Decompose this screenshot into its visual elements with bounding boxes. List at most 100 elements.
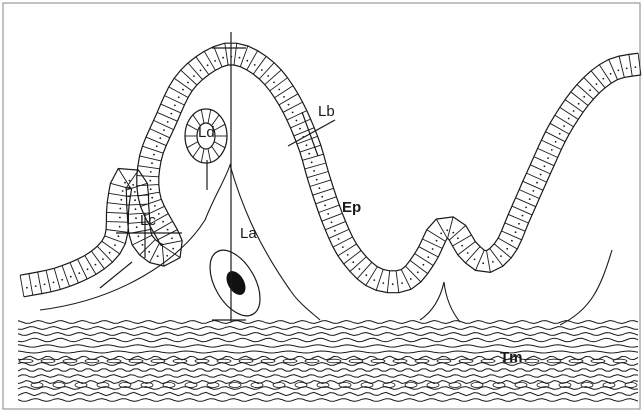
epithelial-cell-wall xyxy=(329,229,349,238)
epithelial-cell-nucleus xyxy=(511,240,513,242)
epithelial-cell-nucleus xyxy=(392,283,394,285)
epithelial-cell-wall xyxy=(91,251,104,269)
epithelial-cell-wall xyxy=(146,137,166,146)
epithelial-cell-nucleus xyxy=(544,165,546,167)
epithelial-cell-nucleus xyxy=(124,182,126,184)
epithelial-cell-wall xyxy=(338,244,357,256)
epithelial-cell-nucleus xyxy=(457,237,459,239)
epithelial-cell-wall xyxy=(609,59,618,79)
tunica-fibre-line xyxy=(18,345,638,347)
epithelial-cell-wall xyxy=(629,54,632,76)
epithelial-cell-wall xyxy=(137,185,159,186)
epithelial-cell-nucleus xyxy=(568,118,570,120)
epithelial-cell-nucleus xyxy=(278,89,280,91)
tunica-spindle-cell xyxy=(349,359,363,363)
tunica-fibre-line xyxy=(18,392,638,395)
epithelial-cell-wall xyxy=(325,221,345,229)
epithelial-cell-nucleus xyxy=(134,199,136,201)
la-oval-structure xyxy=(200,242,271,324)
epithelial-cell-wall xyxy=(70,263,78,283)
epithelial-cell-nucleus xyxy=(138,235,140,237)
epithelial-cell-nucleus xyxy=(174,105,176,107)
epithelial-cell-wall xyxy=(333,237,353,247)
epithelial-cell-wall xyxy=(157,112,177,121)
epithelial-cell-nucleus xyxy=(267,75,269,77)
epithelial-cell-nucleus xyxy=(114,244,116,246)
epithelial-cell-wall xyxy=(240,46,248,67)
epithelial-cell-nucleus xyxy=(166,255,168,257)
lb-cross-a xyxy=(288,120,335,146)
epithelial-cell-wall xyxy=(107,203,129,206)
epithelial-cell-wall xyxy=(140,156,162,161)
tunica-spindle-cell xyxy=(217,359,231,363)
epithelial-cell-nucleus xyxy=(321,196,323,198)
epithelial-cell-wall xyxy=(85,256,96,275)
epithelial-cell-nucleus xyxy=(296,120,298,122)
epithelial-cell-nucleus xyxy=(334,230,336,232)
epithelial-cell-nucleus xyxy=(492,261,494,263)
epithelial-cell-nucleus xyxy=(200,70,202,72)
epithelial-cell-wall xyxy=(247,51,258,70)
epithelial-cell-wall xyxy=(534,157,554,166)
epithelial-cell-nucleus xyxy=(119,208,121,210)
epithelial-cell-wall xyxy=(498,238,517,249)
tunica-spindle-cell xyxy=(41,359,55,363)
tunica-spindle-cell xyxy=(569,359,583,363)
tunica-round-cell xyxy=(405,383,417,388)
epithelial-cell-wall xyxy=(319,205,340,212)
gland-ld-cell-wall xyxy=(187,124,198,130)
epithelial-cell-nucleus xyxy=(401,282,403,284)
tunica-round-cell xyxy=(229,383,241,388)
epithelial-cell-wall xyxy=(396,271,399,293)
epithelial-cell-nucleus xyxy=(193,75,195,77)
epithelial-cell-nucleus xyxy=(182,89,184,91)
epithelial-cell-nucleus xyxy=(529,198,531,200)
measurement-lines xyxy=(100,32,335,322)
epithelial-cell-wall xyxy=(106,230,128,233)
epithelial-cell-nucleus xyxy=(482,262,484,264)
epithelial-cell-nucleus xyxy=(359,268,361,270)
epithelium-outer-edge xyxy=(24,65,641,297)
epithelial-cell-wall xyxy=(494,244,511,258)
epithelial-cell-wall xyxy=(54,268,60,289)
tunica-spindle-cell xyxy=(525,359,539,363)
epithelial-cell-wall xyxy=(490,249,503,267)
tunica-fibre-line xyxy=(18,369,638,371)
lamina-propria-spike xyxy=(420,282,460,322)
la-dark-nucleus xyxy=(223,268,250,299)
tunica-fibre-line xyxy=(18,327,638,330)
epithelial-cell-nucleus xyxy=(87,268,89,270)
epithelial-cell-wall xyxy=(599,65,611,83)
epithelial-cell-nucleus xyxy=(120,199,122,201)
epithelial-cell-wall xyxy=(476,250,485,270)
epithelial-cell-wall xyxy=(283,102,303,112)
epithelial-cell-wall xyxy=(487,251,491,273)
epithelial-cell-nucleus xyxy=(132,184,134,186)
epithelial-cell-wall xyxy=(508,214,528,223)
gland-ld-cell-wall xyxy=(187,142,198,148)
epithelial-cell-nucleus xyxy=(148,251,150,253)
epithelial-cell-nucleus xyxy=(119,217,121,219)
epithelial-cell-nucleus xyxy=(525,207,527,209)
epithelial-cell-nucleus xyxy=(222,57,224,59)
epithelial-cell-wall xyxy=(204,51,215,70)
epithelial-cell-nucleus xyxy=(163,129,165,131)
epithelial-cell-nucleus xyxy=(474,259,476,261)
epithelial-cell-nucleus xyxy=(162,221,164,223)
epithelial-cell-wall xyxy=(137,176,159,177)
tunica-spindle-cell xyxy=(459,359,473,363)
epithelial-cell-wall xyxy=(279,94,298,105)
tunica-fibre-line xyxy=(18,333,638,336)
epithelial-cell-wall xyxy=(357,262,372,279)
epithelial-cell-nucleus xyxy=(283,96,285,98)
epithelial-cell-wall xyxy=(387,271,389,293)
epithelial-cell-nucleus xyxy=(382,282,384,284)
epithelial-cell-nucleus xyxy=(461,245,463,247)
epithelial-cell-nucleus xyxy=(338,238,340,240)
tunica-round-cell xyxy=(471,383,483,388)
epithelial-cell-wall xyxy=(560,107,578,119)
epithelial-cell-nucleus xyxy=(506,248,508,250)
epithelial-cell-wall xyxy=(302,154,323,160)
